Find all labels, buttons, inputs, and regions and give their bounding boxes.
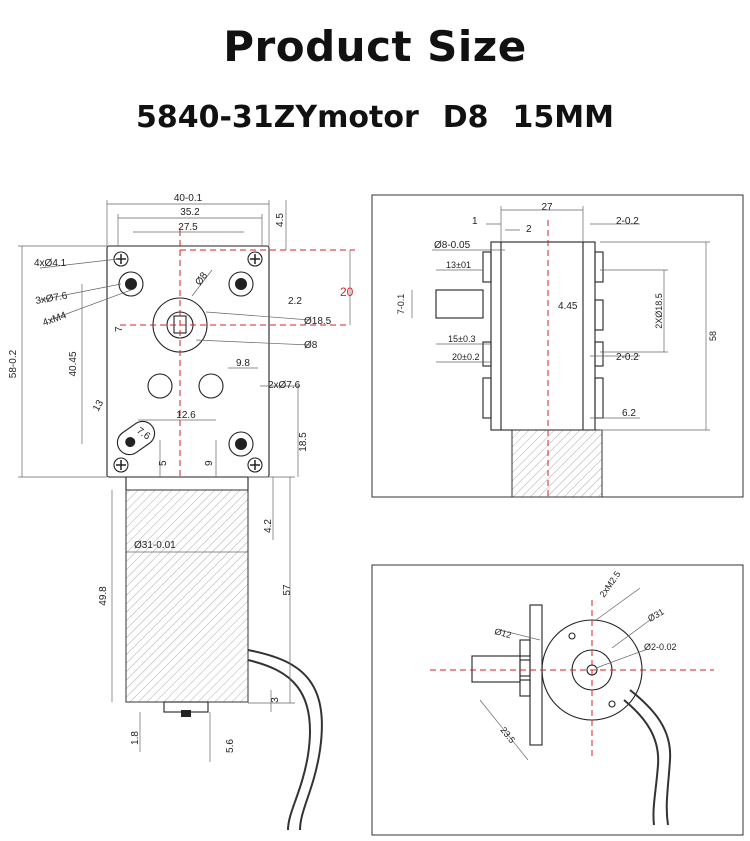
dim-label: 13±01	[446, 260, 471, 270]
dim-label: 2-0.2	[616, 216, 639, 227]
screw-hole	[608, 700, 616, 708]
screw-hole	[568, 632, 576, 640]
shaft-label: D8	[442, 100, 489, 135]
dim-label: Ø8	[193, 270, 210, 288]
corner-screw	[247, 457, 263, 473]
dim-label: 9	[204, 460, 215, 466]
mount-hole	[118, 271, 144, 297]
corner-screw	[247, 251, 263, 267]
dim-label: 4.5	[275, 213, 286, 227]
gearbox-edge	[529, 604, 543, 746]
mount-hole	[228, 271, 254, 297]
motor-wire	[629, 689, 672, 826]
middle-hole	[198, 373, 224, 399]
dim-label: 7-0.1	[396, 294, 406, 315]
dim-label: Ø8	[304, 340, 318, 351]
dim-label: 49.8	[98, 586, 109, 606]
middle-hole	[147, 373, 173, 399]
dim-label: 4.45	[558, 301, 578, 312]
shaft-side	[435, 289, 484, 319]
dim-label: Ø18.5	[304, 316, 332, 327]
dim-label: 2-0.2	[616, 352, 639, 363]
dim-label: 5	[158, 460, 169, 466]
dim-label: 2	[526, 224, 532, 235]
dim-label: 27.5	[178, 222, 198, 233]
dim-label: 1	[472, 216, 478, 227]
shaft-rear	[471, 655, 521, 683]
rear-view	[371, 564, 744, 836]
dim-label: 23.5	[498, 725, 517, 745]
dim-label: 18.5	[298, 432, 309, 452]
side-view	[371, 194, 744, 498]
dim-label: 7.6	[134, 425, 152, 442]
page-subtitle: 5840-31ZYmotor D8 15MM	[0, 100, 750, 135]
dim-label: 5.6	[225, 739, 236, 753]
dim-label: 2xØ7.6	[268, 380, 301, 391]
dim-label: Ø31	[646, 607, 666, 624]
dim-label: 4.2	[263, 519, 274, 533]
dim-label: 2XØ18.5	[654, 293, 664, 329]
dim-label: 3xØ7.6	[35, 290, 69, 307]
dim-label: 4xØ4.1	[34, 258, 67, 269]
front-view	[18, 200, 355, 831]
dim-label: Ø31-0.01	[134, 540, 176, 551]
dim-label: 13	[91, 398, 106, 414]
corner-screw	[113, 457, 129, 473]
dim-label: 40-0.1	[174, 193, 203, 204]
motor-wire	[623, 699, 660, 826]
mount-hole	[228, 431, 254, 457]
rear-view-frame	[371, 564, 744, 836]
dim-label: Ø12	[493, 626, 512, 640]
dim-label: 1.8	[130, 731, 141, 745]
page-title: Product Size	[223, 22, 527, 71]
dim-label: 6.2	[622, 408, 636, 419]
motor-wire	[247, 659, 311, 831]
dim-label: 7	[114, 326, 125, 332]
gearbox-side	[490, 241, 596, 431]
length-label: 15MM	[512, 100, 615, 135]
dim-label: 2xM2.5	[597, 569, 622, 599]
dim-label: 9.8	[236, 358, 250, 369]
motor-wire	[247, 649, 323, 831]
dim-label: 35.2	[180, 207, 200, 218]
dim-label: 3	[270, 697, 281, 703]
center-distance-label: 20	[340, 285, 354, 299]
slot-hole	[116, 420, 156, 456]
dim-label: 15±0.3	[448, 334, 475, 344]
dim-label: 58-0.2	[8, 349, 19, 378]
dim-label: 20±0.2	[452, 352, 479, 362]
dim-label: 2.2	[288, 296, 302, 307]
model-name: 5840-31ZYmotor	[135, 100, 419, 135]
dim-label: 12.6	[176, 410, 196, 421]
motor-side	[511, 429, 603, 498]
motor-body	[125, 489, 249, 703]
dim-label: Ø2-0.02	[644, 642, 677, 652]
gearbox-plate	[106, 245, 270, 478]
dim-label: 58	[708, 331, 718, 341]
dim-label: 40.45	[68, 351, 79, 376]
dim-label: 4xM4	[41, 310, 68, 329]
dim-label: 57	[282, 584, 293, 596]
dim-label: Ø8-0.05	[434, 240, 471, 251]
dim-label: 27	[541, 202, 553, 213]
